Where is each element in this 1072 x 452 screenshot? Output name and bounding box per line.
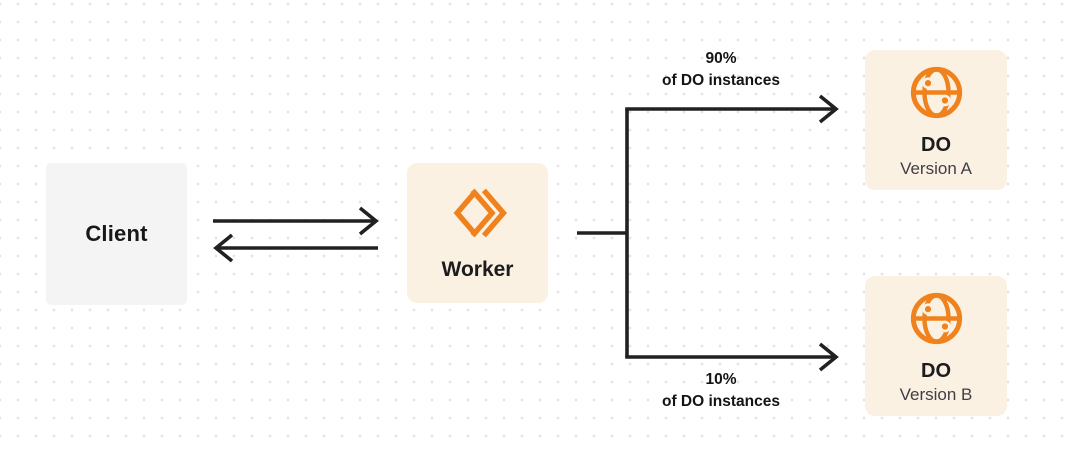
workers-logo-icon	[453, 188, 507, 238]
branch-a-label: 90% of DO instances	[601, 48, 841, 92]
worker-node: Worker	[407, 163, 548, 303]
worker-to-client-arrow	[213, 233, 378, 263]
worker-branch-stub	[577, 109, 629, 357]
branch-arrow-to-do-a	[625, 94, 839, 124]
branch-b-label: 10% of DO instances	[601, 369, 841, 413]
do-a-subtitle: Version A	[900, 158, 972, 178]
globe-icon	[910, 292, 962, 344]
worker-label: Worker	[441, 258, 514, 281]
do-b-subtitle: Version B	[899, 384, 973, 404]
client-to-worker-arrow	[213, 206, 379, 236]
branch-a-percent: 90%	[705, 50, 737, 67]
branch-b-description: of DO instances	[662, 393, 780, 410]
do-a-title: DO	[921, 133, 951, 156]
branch-b-percent: 10%	[705, 371, 737, 388]
client-label: Client	[85, 221, 148, 246]
branch-a-description: of DO instances	[662, 72, 780, 89]
do-version-a-node: DO Version A	[865, 50, 1007, 190]
do-version-b-node: DO Version B	[865, 276, 1007, 416]
branch-arrow-to-do-b	[625, 342, 839, 372]
client-node: Client	[46, 163, 187, 305]
globe-icon	[910, 66, 962, 118]
do-b-title: DO	[921, 359, 951, 382]
